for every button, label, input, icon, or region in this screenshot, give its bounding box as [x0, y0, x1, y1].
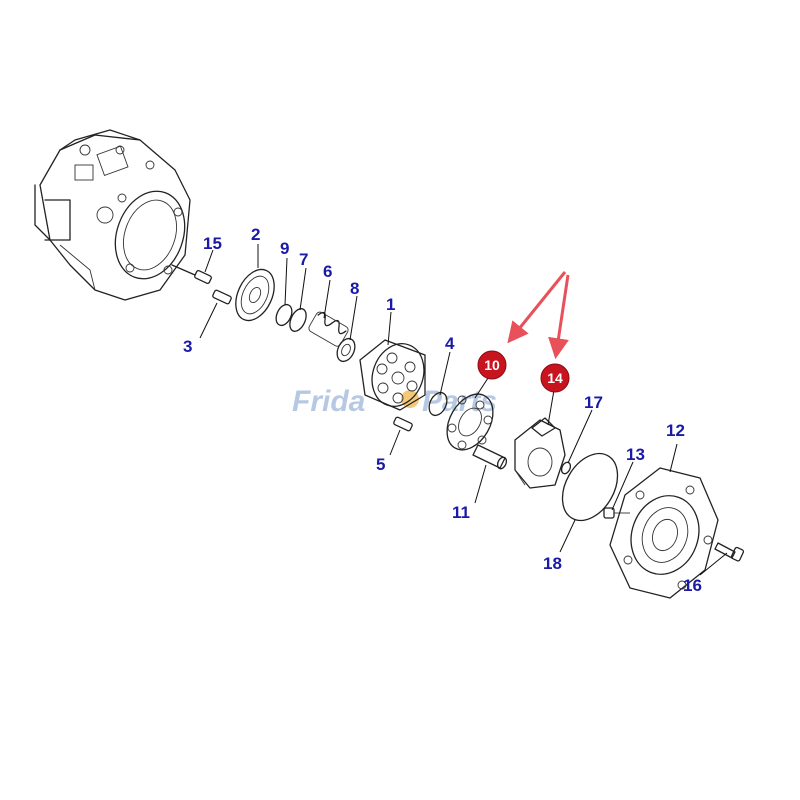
callout-1: 1 — [386, 295, 395, 314]
leader-lines — [199, 244, 728, 576]
watermark: Frida Parts — [292, 385, 497, 418]
callout-13: 13 — [626, 445, 645, 464]
watermark-text-right: Parts — [422, 385, 497, 418]
callout-4: 4 — [445, 334, 455, 353]
callout-5: 5 — [376, 455, 385, 474]
badge-10-label: 10 — [484, 357, 500, 373]
part-16-bolt — [714, 542, 745, 562]
callout-8: 8 — [350, 279, 359, 298]
callout-12: 12 — [666, 421, 685, 440]
part-8-retainer — [336, 337, 356, 363]
part-3-pin — [212, 289, 232, 305]
part-10-shoe-plate — [446, 393, 494, 451]
callout-18: 18 — [543, 554, 562, 573]
arrow-to-10-icon — [507, 271, 567, 344]
callout-2: 2 — [251, 225, 260, 244]
highlight-badge-10: 10 — [477, 350, 507, 380]
callout-11: 11 — [452, 503, 470, 522]
callout-labels: 15 2 9 7 6 8 1 3 4 5 11 17 12 13 18 16 — [183, 225, 702, 595]
part-12-end-cover — [609, 467, 719, 599]
part-9-ring — [275, 303, 293, 327]
highlight-arrows — [507, 271, 570, 360]
callout-17: 17 — [584, 393, 603, 412]
callout-3: 3 — [183, 337, 192, 356]
callout-7: 7 — [299, 250, 308, 269]
part-7-ring — [289, 308, 307, 332]
part-5-pin — [393, 416, 413, 432]
part-15-pin — [171, 264, 212, 284]
pump-housing — [34, 129, 191, 301]
callout-15: 15 — [203, 234, 222, 253]
highlight-badge-14: 14 — [540, 363, 570, 393]
part-13-plug — [603, 507, 630, 519]
part-11-shaft — [472, 444, 508, 470]
callout-6: 6 — [323, 262, 332, 281]
part-4-piston — [428, 391, 448, 417]
part-14-swash-block — [514, 417, 566, 489]
callout-16: 16 — [683, 576, 702, 595]
callout-9: 9 — [280, 239, 289, 258]
part-18-o-ring — [561, 452, 619, 522]
part-6-spring-outline — [308, 311, 349, 347]
arrow-to-14-icon — [548, 274, 570, 360]
part-1-cylinder-block — [359, 339, 426, 411]
part-6-spring — [317, 311, 347, 335]
part-2-valve-plate — [235, 268, 275, 322]
watermark-text-left: Frida — [292, 385, 365, 418]
badge-14-label: 14 — [547, 370, 563, 386]
